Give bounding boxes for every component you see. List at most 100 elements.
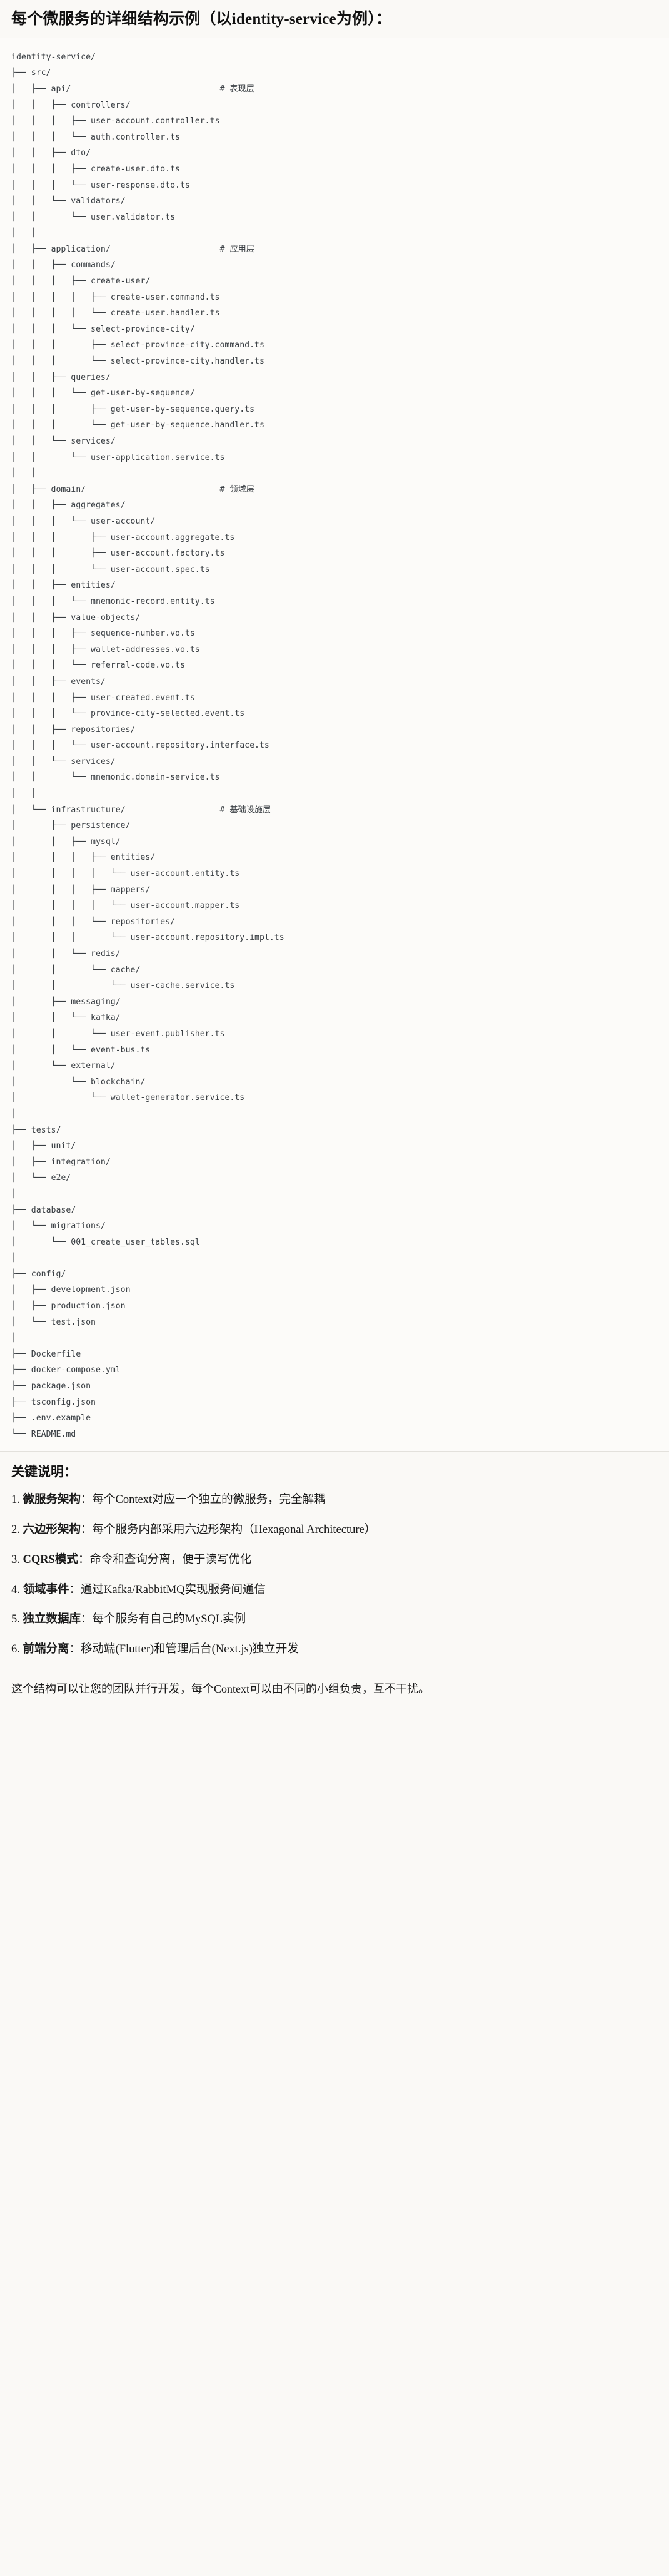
tree-line: │ │ — [11, 228, 36, 238]
tree-line: │ └── external/ — [11, 1061, 116, 1071]
tree-line: ├── docker-compose.yml — [11, 1365, 121, 1375]
tree-line-path: │ ├── domain/ — [11, 484, 220, 494]
tree-line: │ └── 001_create_user_tables.sql — [11, 1237, 200, 1247]
tree-line: │ │ ├── commands/ — [11, 260, 116, 270]
tree-line: │ │ │ │ └── user-account.mapper.ts — [11, 901, 240, 911]
tree-line: │ │ └── mnemonic.domain-service.ts — [11, 773, 220, 783]
tree-line: │ │ │ ├── create-user.dto.ts — [11, 164, 180, 174]
tree-line: │ │ │ ├── sequence-number.vo.ts — [11, 629, 195, 639]
tree-line: │ │ │ ├── create-user/ — [11, 277, 151, 287]
key-note-term: 领域事件 — [23, 1583, 69, 1596]
tree-line: │ │ └── user-application.service.ts — [11, 452, 225, 462]
key-note-text: 每个Context对应一个独立的微服务，完全解耦 — [92, 1494, 326, 1507]
tree-line: │ ├── development.json — [11, 1285, 131, 1295]
tree-line: │ │ │ └── user-account/ — [11, 516, 156, 526]
tree-line: │ └── migrations/ — [11, 1221, 106, 1231]
tree-line-comment: # 表现层 — [219, 84, 254, 94]
tree-line: │ │ │ ├── user-created.event.ts — [11, 693, 195, 703]
key-note-number: 3. — [11, 1553, 23, 1566]
tree-line: │ │ │ └── mnemonic-record.entity.ts — [11, 596, 215, 606]
key-note-item: 1. 微服务架构：每个Context对应一个独立的微服务，完全解耦 — [11, 1492, 658, 1509]
key-note-number: 4. — [11, 1583, 23, 1596]
key-note-item: 3. CQRS模式：命令和查询分离，便于读写优化 — [11, 1552, 658, 1569]
tree-line: │ │ │ ├── entities/ — [11, 853, 156, 863]
key-note-separator: ： — [81, 1524, 93, 1537]
key-note-number: 2. — [11, 1524, 23, 1537]
key-note-number: 6. — [11, 1643, 23, 1656]
tree-line: │ │ └── services/ — [11, 756, 116, 766]
document-page: 每个微服务的详细结构示例（以identity-service为例）： ident… — [0, 11, 669, 1695]
tree-line: │ │ └── redis/ — [11, 949, 121, 959]
key-note-number: 1. — [11, 1494, 23, 1507]
tree-line: │ │ │ └── user-response.dto.ts — [11, 180, 190, 190]
tree-line: ├── Dockerfile — [11, 1349, 81, 1359]
tree-line: │ — [11, 1109, 16, 1119]
tree-line: │ ├── api/ # 表现层 — [11, 81, 658, 98]
tree-line: │ │ │ │ └── create-user.handler.ts — [11, 308, 220, 318]
tree-line: │ │ │ ├── mappers/ — [11, 885, 151, 895]
tree-line: │ │ ├── aggregates/ — [11, 501, 126, 511]
tree-line-comment: # 基础设施层 — [219, 805, 271, 815]
tree-line: │ │ │ ├── user-account.aggregate.ts — [11, 532, 235, 542]
tree-line-path: │ ├── application/ — [11, 244, 220, 254]
tree-line-path: │ ├── api/ — [11, 84, 220, 94]
tree-line: │ │ │ └── repositories/ — [11, 917, 176, 927]
tree-line: │ │ │ └── auth.controller.ts — [11, 132, 180, 142]
tree-line: │ ├── messaging/ — [11, 997, 121, 1007]
notes-divider — [0, 1451, 669, 1452]
closing-statement: 这个结构可以让您的团队并行开发，每个Context可以由不同的小组负责，互不干扰… — [11, 1682, 430, 1695]
tree-line: identity-service/ — [11, 52, 96, 62]
tree-line: │ │ │ ├── user-account.controller.ts — [11, 116, 220, 126]
tree-line: │ └── test.json — [11, 1317, 96, 1327]
tree-line: │ │ │ └── referral-code.vo.ts — [11, 661, 185, 671]
tree-line: │ │ │ └── get-user-by-sequence/ — [11, 389, 195, 399]
tree-line: │ — [11, 1333, 16, 1343]
key-note-term: CQRS模式 — [23, 1553, 78, 1566]
key-note-term: 前端分离 — [23, 1643, 69, 1656]
tree-line-comment: # 领域层 — [219, 484, 254, 494]
tree-line: │ │ └── cache/ — [11, 965, 141, 975]
tree-line: │ │ │ └── province-city-selected.event.t… — [11, 709, 245, 719]
key-note-item: 2. 六边形架构：每个服务内部采用六边形架构（Hexagonal Archite… — [11, 1522, 658, 1539]
tree-line: │ │ │ ├── get-user-by-sequence.query.ts — [11, 404, 255, 414]
directory-tree: identity-service/├── src/│ ├── api/ # 表现… — [11, 49, 658, 1443]
tree-line: │ │ │ ├── wallet-addresses.vo.ts — [11, 644, 200, 654]
tree-line: │ │ │ └── get-user-by-sequence.handler.t… — [11, 420, 264, 430]
tree-line: │ │ └── services/ — [11, 437, 116, 446]
tree-line: │ ├── application/ # 应用层 — [11, 242, 658, 258]
key-note-item: 6. 前端分离：移动端(Flutter)和管理后台(Next.js)独立开发 — [11, 1641, 658, 1659]
tree-line: │ │ │ ├── user-account.factory.ts — [11, 549, 225, 559]
key-note-term: 微服务架构 — [23, 1494, 81, 1507]
key-note-term: 六边形架构 — [23, 1524, 81, 1537]
tree-line-comment: # 应用层 — [219, 244, 254, 254]
key-note-separator: ： — [69, 1643, 81, 1656]
tree-line: │ │ └── user.validator.ts — [11, 212, 176, 222]
tree-line: │ ├── production.json — [11, 1301, 126, 1311]
key-note-term: 独立数据库 — [23, 1613, 81, 1626]
tree-line: │ │ │ └── user-account.repository.impl.t… — [11, 933, 284, 943]
tree-line: │ │ ├── repositories/ — [11, 725, 136, 735]
tree-line: │ └── blockchain/ — [11, 1077, 146, 1087]
key-note-item: 4. 领域事件：通过Kafka/RabbitMQ实现服务间通信 — [11, 1582, 658, 1599]
tree-line: │ — [11, 1189, 16, 1199]
tree-line: │ │ ├── controllers/ — [11, 100, 131, 110]
tree-line: │ ├── integration/ — [11, 1157, 111, 1167]
tree-line: │ │ — [11, 789, 36, 799]
key-note-separator: ： — [81, 1613, 93, 1626]
tree-line: │ │ └── user-cache.service.ts — [11, 981, 235, 991]
tree-line: │ │ ├── mysql/ — [11, 837, 121, 847]
tree-line: │ └── wallet-generator.service.ts — [11, 1093, 245, 1103]
tree-line: ├── tests/ — [11, 1125, 61, 1135]
tree-line: │ │ └── validators/ — [11, 196, 126, 206]
tree-line: │ │ ├── queries/ — [11, 372, 111, 382]
tree-line: │ │ ├── dto/ — [11, 148, 91, 158]
tree-line: │ │ ├── events/ — [11, 676, 106, 686]
key-note-text: 移动端(Flutter)和管理后台(Next.js)独立开发 — [81, 1643, 299, 1656]
key-note-text: 每个服务内部采用六边形架构（Hexagonal Architecture） — [92, 1524, 376, 1537]
tree-line: │ │ └── kafka/ — [11, 1013, 121, 1023]
key-note-text: 每个服务有自己的MySQL实例 — [92, 1613, 246, 1626]
tree-line: │ ├── domain/ # 领域层 — [11, 482, 658, 498]
tree-line-path: │ └── infrastructure/ — [11, 805, 220, 815]
